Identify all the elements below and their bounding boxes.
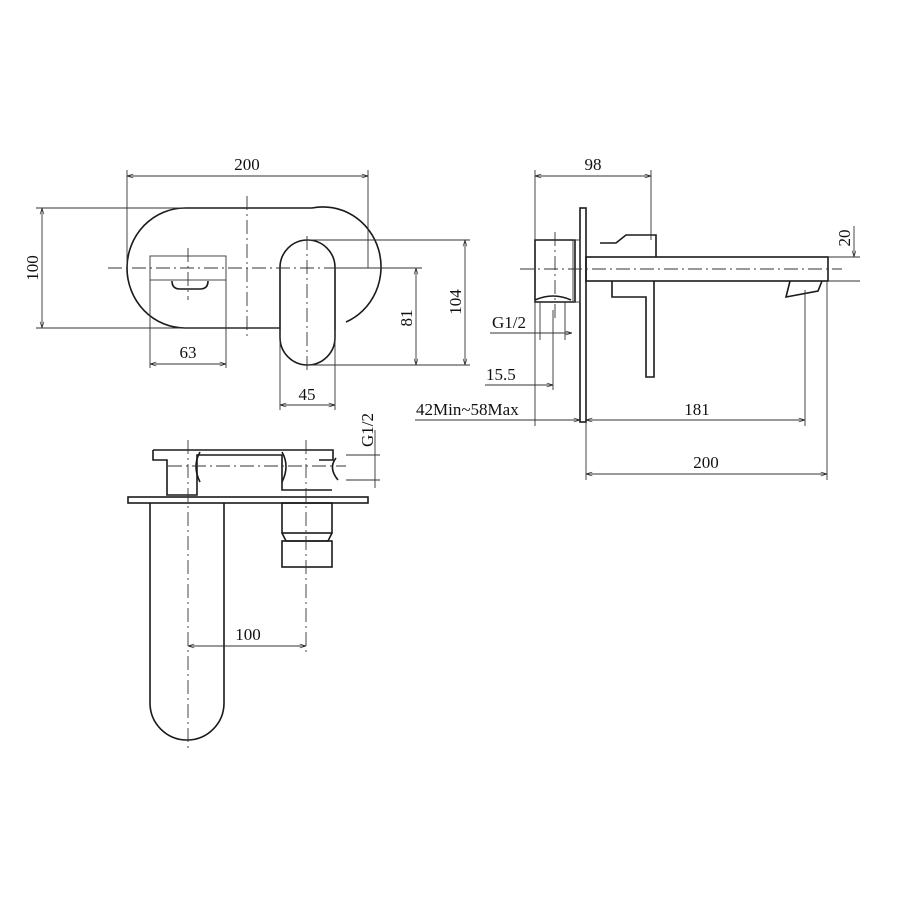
dim-handle-width: 45 <box>299 385 316 404</box>
dim-center-distance: 100 <box>235 625 261 644</box>
dim-top-thread: G1/2 <box>358 413 377 447</box>
side-view: 98 20 G1/2 15.5 42Min~58Max 181 200 <box>415 155 860 480</box>
dim-overall-length: 200 <box>693 453 719 472</box>
top-view: G1/2 100 <box>127 413 380 750</box>
dim-side-thread: G1/2 <box>492 313 526 332</box>
front-view: 200 100 63 45 81 104 <box>23 155 470 410</box>
dim-front-width: 200 <box>234 155 260 174</box>
dim-spout-width: 63 <box>180 343 197 362</box>
dim-inlet-offset: 15.5 <box>486 365 516 384</box>
dim-body-depth: 98 <box>585 155 602 174</box>
dim-wall-range: 42Min~58Max <box>416 400 519 419</box>
dim-handle-offset: 81 <box>397 310 416 327</box>
dim-spout-reach: 181 <box>684 400 710 419</box>
dim-front-height: 100 <box>23 255 42 281</box>
dim-handle-height: 104 <box>446 289 465 315</box>
dim-spout-height: 20 <box>835 230 854 247</box>
